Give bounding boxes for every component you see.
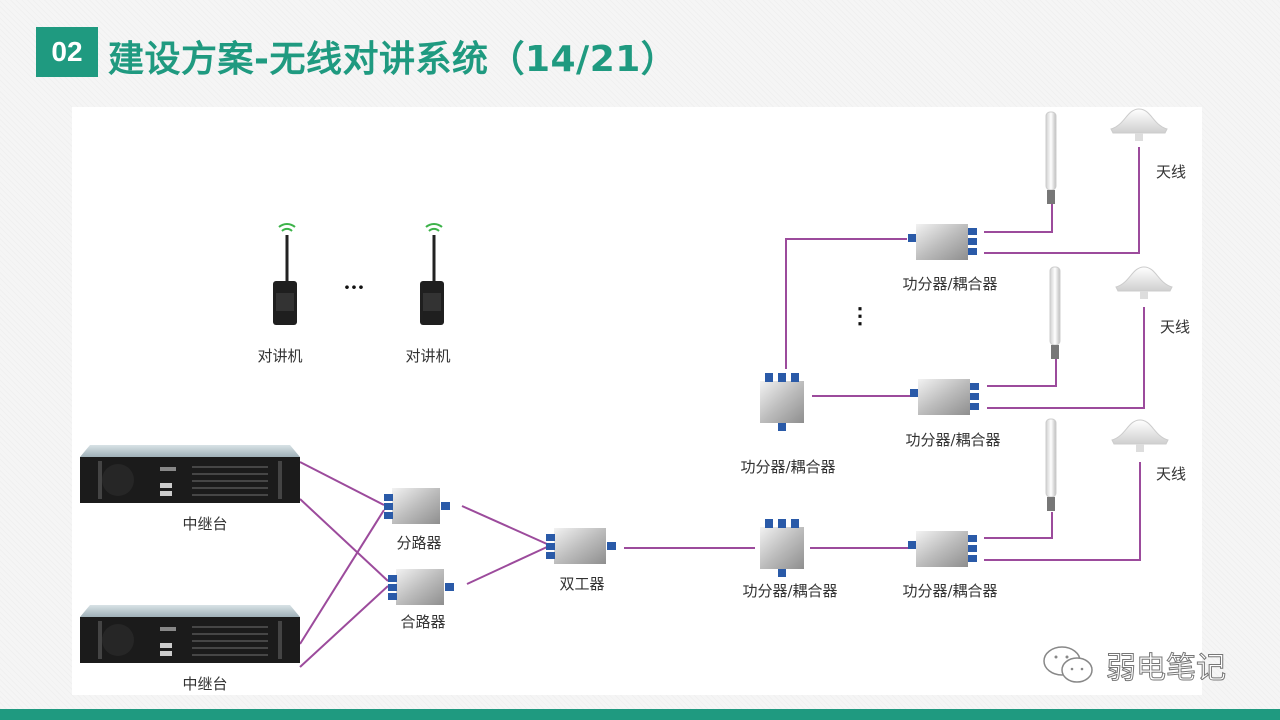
power-divider-icon [910, 379, 979, 415]
wechat-icon [1043, 646, 1093, 683]
label-repeater: 中继台 [182, 515, 228, 533]
rod-antenna-icon [1049, 266, 1061, 359]
walkie-talkie-icon [273, 223, 297, 325]
power-divider-icon [760, 519, 804, 577]
watermark: 弱电笔记 [1040, 643, 1227, 687]
ceiling-antenna-icon [1110, 108, 1168, 141]
splitter-icon [384, 488, 450, 524]
link-pd-row2-rod-antenna-2 [987, 357, 1057, 387]
label-antenna: 天线 [1156, 163, 1187, 181]
link-repeater1-splitter [299, 461, 385, 506]
label-antenna: 天线 [1156, 465, 1187, 483]
diagram-graphics [80, 108, 1173, 668]
link-combiner-duplexer [466, 546, 548, 585]
link-pd-top-dome-antenna-1 [984, 147, 1140, 254]
link-repeater2-splitter [299, 509, 385, 645]
ellipsis-radios: ··· [343, 275, 365, 299]
link-pd-row3-dome-antenna-3 [984, 462, 1141, 561]
label-power-divider: 功分器/耦合器 [740, 458, 836, 476]
power-divider-icon [908, 531, 977, 567]
repeater-icon [80, 445, 300, 503]
label-repeater: 中继台 [182, 675, 228, 693]
label-power-divider: 功分器/耦合器 [905, 431, 1001, 449]
power-divider-icon [908, 224, 977, 260]
system-diagram: 对讲机 对讲机 ··· ⋮ 中继台 中继台 分路器 合路器 双工器 功分器/耦合… [72, 107, 1202, 695]
link-repeater1-combiner [299, 498, 389, 582]
walkie-talkie-icon [420, 223, 444, 325]
link-splitter-duplexer [461, 505, 548, 545]
label-splitter: 分路器 [396, 534, 442, 552]
rod-antenna-icon [1045, 418, 1057, 511]
label-combiner: 合路器 [400, 613, 446, 631]
label-duplexer: 双工器 [559, 575, 605, 593]
rod-antenna-icon [1045, 111, 1057, 204]
duplexer-icon [546, 528, 616, 564]
link-pd-row2-dome-antenna-2 [987, 307, 1145, 409]
ceiling-antenna-icon [1111, 419, 1169, 452]
label-antenna: 天线 [1160, 318, 1191, 336]
watermark-text: 弱电笔记 [1106, 651, 1227, 687]
combiner-icon [388, 569, 454, 605]
label-walkie-talkie: 对讲机 [405, 347, 451, 365]
label-power-divider: 功分器/耦合器 [902, 582, 998, 600]
link-repeater2-combiner [299, 585, 389, 668]
ceiling-antenna-icon [1115, 266, 1173, 299]
footer-bar [0, 709, 1280, 720]
link-pd-top-rod-antenna-1 [984, 202, 1053, 233]
repeater-icon [80, 605, 300, 663]
page-title: 建设方案-无线对讲系统（14/21） [108, 39, 678, 80]
connection-lines [299, 147, 1145, 668]
label-power-divider: 功分器/耦合器 [902, 275, 998, 293]
link-pd-mid-pd-top [785, 238, 907, 369]
ellipsis-branches: ⋮ [849, 303, 871, 329]
link-pd-row3-rod-antenna-3 [984, 512, 1053, 539]
label-walkie-talkie: 对讲机 [257, 347, 303, 365]
label-power-divider: 功分器/耦合器 [742, 582, 838, 600]
power-divider-icon [760, 373, 804, 431]
section-number-badge: 02 [36, 27, 98, 77]
